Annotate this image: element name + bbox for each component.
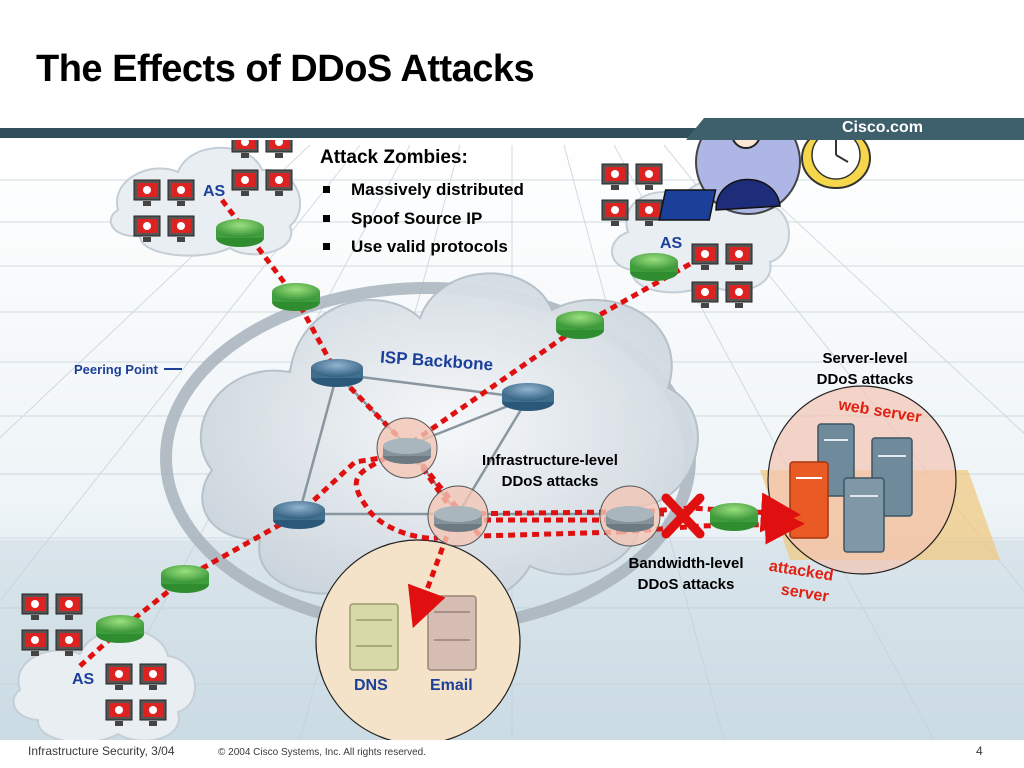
zombie-computer-icon [105,663,133,690]
as-label-bottom-left: AS [72,671,95,688]
header-band [0,118,1024,142]
zombie-computer-icon [139,663,167,690]
zombie-computer-icon [691,243,719,270]
zombie-computer-icon [21,593,49,620]
edge-router-as-top-left [216,219,264,247]
peering-point-label: Peering Point [74,362,158,377]
zombie-computer-icon [635,163,663,190]
blocked-x-icon [661,493,705,539]
zombie-computer-icon [105,699,133,726]
zombie-computer-icon [725,243,753,270]
as-label-top-left: AS [203,183,226,200]
slide-title: The Effects of DDoS Attacks [36,48,535,90]
edge-router-web-server [710,503,758,531]
footer-copyright: © 2004 Cisco Systems, Inc. All rights re… [218,747,427,758]
zombie-computer-icon [55,629,83,656]
zombie-computer-icon [231,140,259,158]
zombie-computer-icon [167,179,195,206]
zombie-computer-icon [601,199,629,226]
edge-router-as-top-right [630,253,678,281]
footer-left: Infrastructure Security, 3/04 [28,744,175,758]
zombie-computer-icon [133,179,161,206]
zombie-computer-icon [167,215,195,242]
infrastructure-router-1 [376,417,438,479]
zombie-computer-icon [601,163,629,190]
core-router-2 [502,383,554,411]
dns-email-group [315,539,521,740]
zombie-computer-icon [265,169,293,196]
as-label-top-right: AS [660,235,683,252]
edge-router-1 [272,283,320,311]
edge-router-3 [161,565,209,593]
zombie-computer-icon [725,281,753,308]
dns-label: DNS [354,677,388,694]
attack-zombies-bullet: Use valid protocols [320,233,524,262]
zombie-computer-icon [139,699,167,726]
zombie-computer-icon [133,215,161,242]
zombie-computer-icon [635,199,663,226]
zombie-computer-icon [231,169,259,196]
network-diagram: AS AS AS Peering Point ISP Backbone web … [0,140,1024,740]
edge-router-as-bottom-left [96,615,144,643]
zombie-computer-icon [691,281,719,308]
bandwidth-router [599,485,661,547]
core-router-1 [311,359,363,387]
infrastructure-router-2 [427,485,489,547]
zombie-computer-icon [265,140,293,158]
attack-zombies-list: Massively distributed Spoof Source IP Us… [320,176,524,262]
brand-label: Cisco.com [842,119,923,136]
web-server-group [760,385,1000,575]
zombie-computers [21,140,753,726]
clock-icon [801,140,871,189]
email-label: Email [430,677,473,694]
page-number: 4 [976,744,983,758]
zombie-computer-icon [21,629,49,656]
core-router-3 [273,501,325,529]
attack-zombies-bullet: Spoof Source IP [320,205,524,234]
attacker-icon [658,140,801,221]
attack-zombies-heading: Attack Zombies: [320,147,468,168]
edge-router-2 [556,311,604,339]
attack-zombies-bullet: Massively distributed [320,176,524,205]
zombie-computer-icon [55,593,83,620]
